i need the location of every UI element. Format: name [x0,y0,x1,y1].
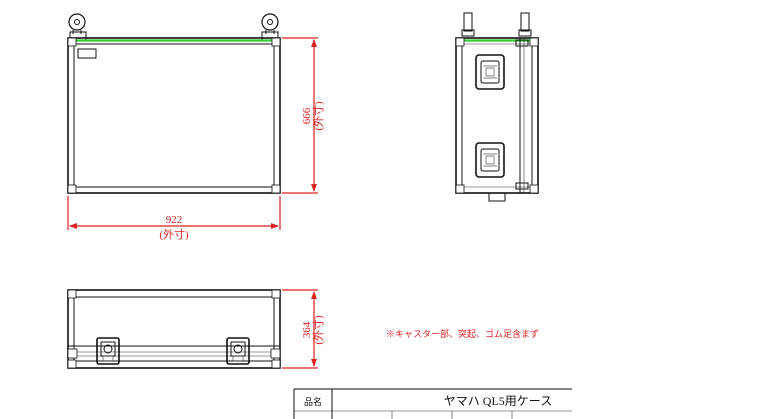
right-caster [261,13,279,41]
title-label: 品名 [304,396,322,407]
front-view [67,13,281,194]
front-width-value: 922 [166,214,183,226]
label-plate [77,48,97,59]
bottom-height-value: 364 [301,321,313,338]
left-caster [68,13,87,41]
front-height-note: (外寸) [311,101,325,131]
caster-note: ※キャスター部、突起、ゴム足含まず [386,328,539,339]
front-height-dimension: 666 (外寸) [282,37,325,194]
front-width-dimension: 922 (外寸) [67,196,281,241]
side-upper-handle [475,54,505,90]
title-value: ヤマハ QL5用ケース [444,394,552,408]
side-lower-handle [475,142,505,178]
side-view [455,12,539,202]
side-right-caster [518,12,532,37]
bottom-left-latch [96,337,120,365]
bottom-right-latch [226,337,250,365]
bottom-height-dimension: 364 (外寸) [282,289,325,369]
bottom-height-note: (外寸) [311,315,325,345]
bottom-outline [67,289,281,369]
front-inner-panel [73,43,275,188]
front-outline [67,37,281,194]
front-height-value: 666 [301,107,313,124]
bottom-view [67,289,281,369]
title-block: 品名 ヤマハ QL5用ケース [293,388,572,419]
front-width-note: (外寸) [159,227,189,241]
side-left-caster [461,12,475,37]
